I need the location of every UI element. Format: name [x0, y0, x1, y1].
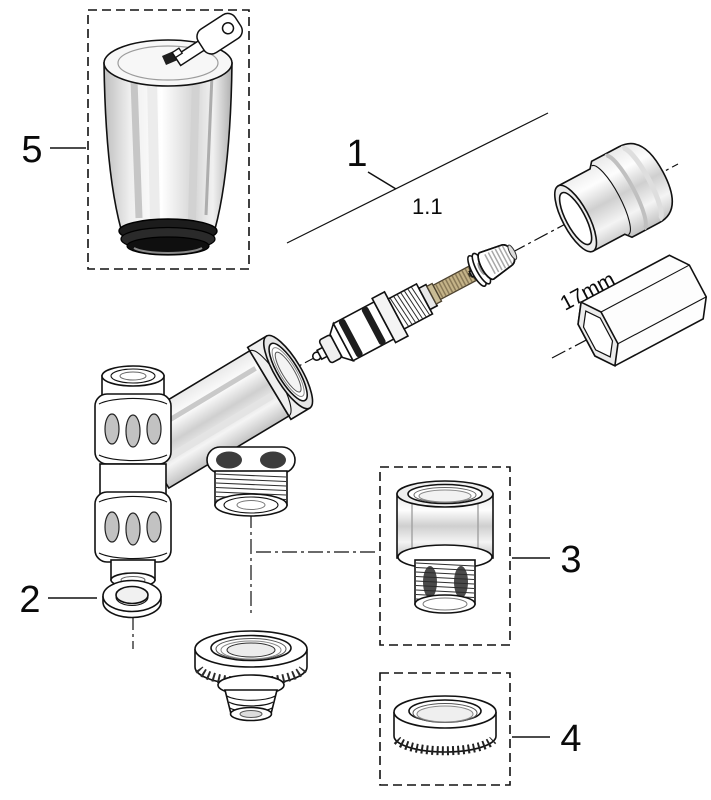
label-part-3: 3 [560, 539, 581, 581]
part-1-1-screw [467, 244, 518, 287]
label-part-4: 4 [560, 718, 581, 760]
leader-1-short [367, 171, 397, 190]
cartridge-threads [389, 286, 431, 327]
leader-1-long [286, 112, 549, 244]
socket-axis-line [551, 336, 593, 359]
label-part-5: 5 [21, 129, 42, 171]
part-1-handle-cap [553, 142, 674, 253]
label-part-2: 2 [19, 579, 40, 621]
label-part-1-1: 1.1 [412, 194, 443, 219]
label-part-1: 1 [346, 133, 367, 175]
part-2-washer [102, 579, 162, 619]
part-3-box [379, 466, 511, 646]
part-1-cartridge [311, 264, 480, 364]
part-5-cap [103, 12, 243, 256]
service-key [171, 12, 243, 67]
part-4-box [379, 672, 511, 786]
valve-body-outlet [206, 446, 296, 517]
hose-connector [194, 630, 308, 722]
hex-socket-17mm [577, 254, 708, 367]
labels-and-leaders: 5 1 1.1 2 3 4 [19, 112, 582, 760]
valve-body-column [94, 365, 172, 588]
handle-opening [558, 191, 593, 246]
part-3-adapter [396, 480, 494, 614]
part-4-ring-nut [393, 695, 497, 756]
